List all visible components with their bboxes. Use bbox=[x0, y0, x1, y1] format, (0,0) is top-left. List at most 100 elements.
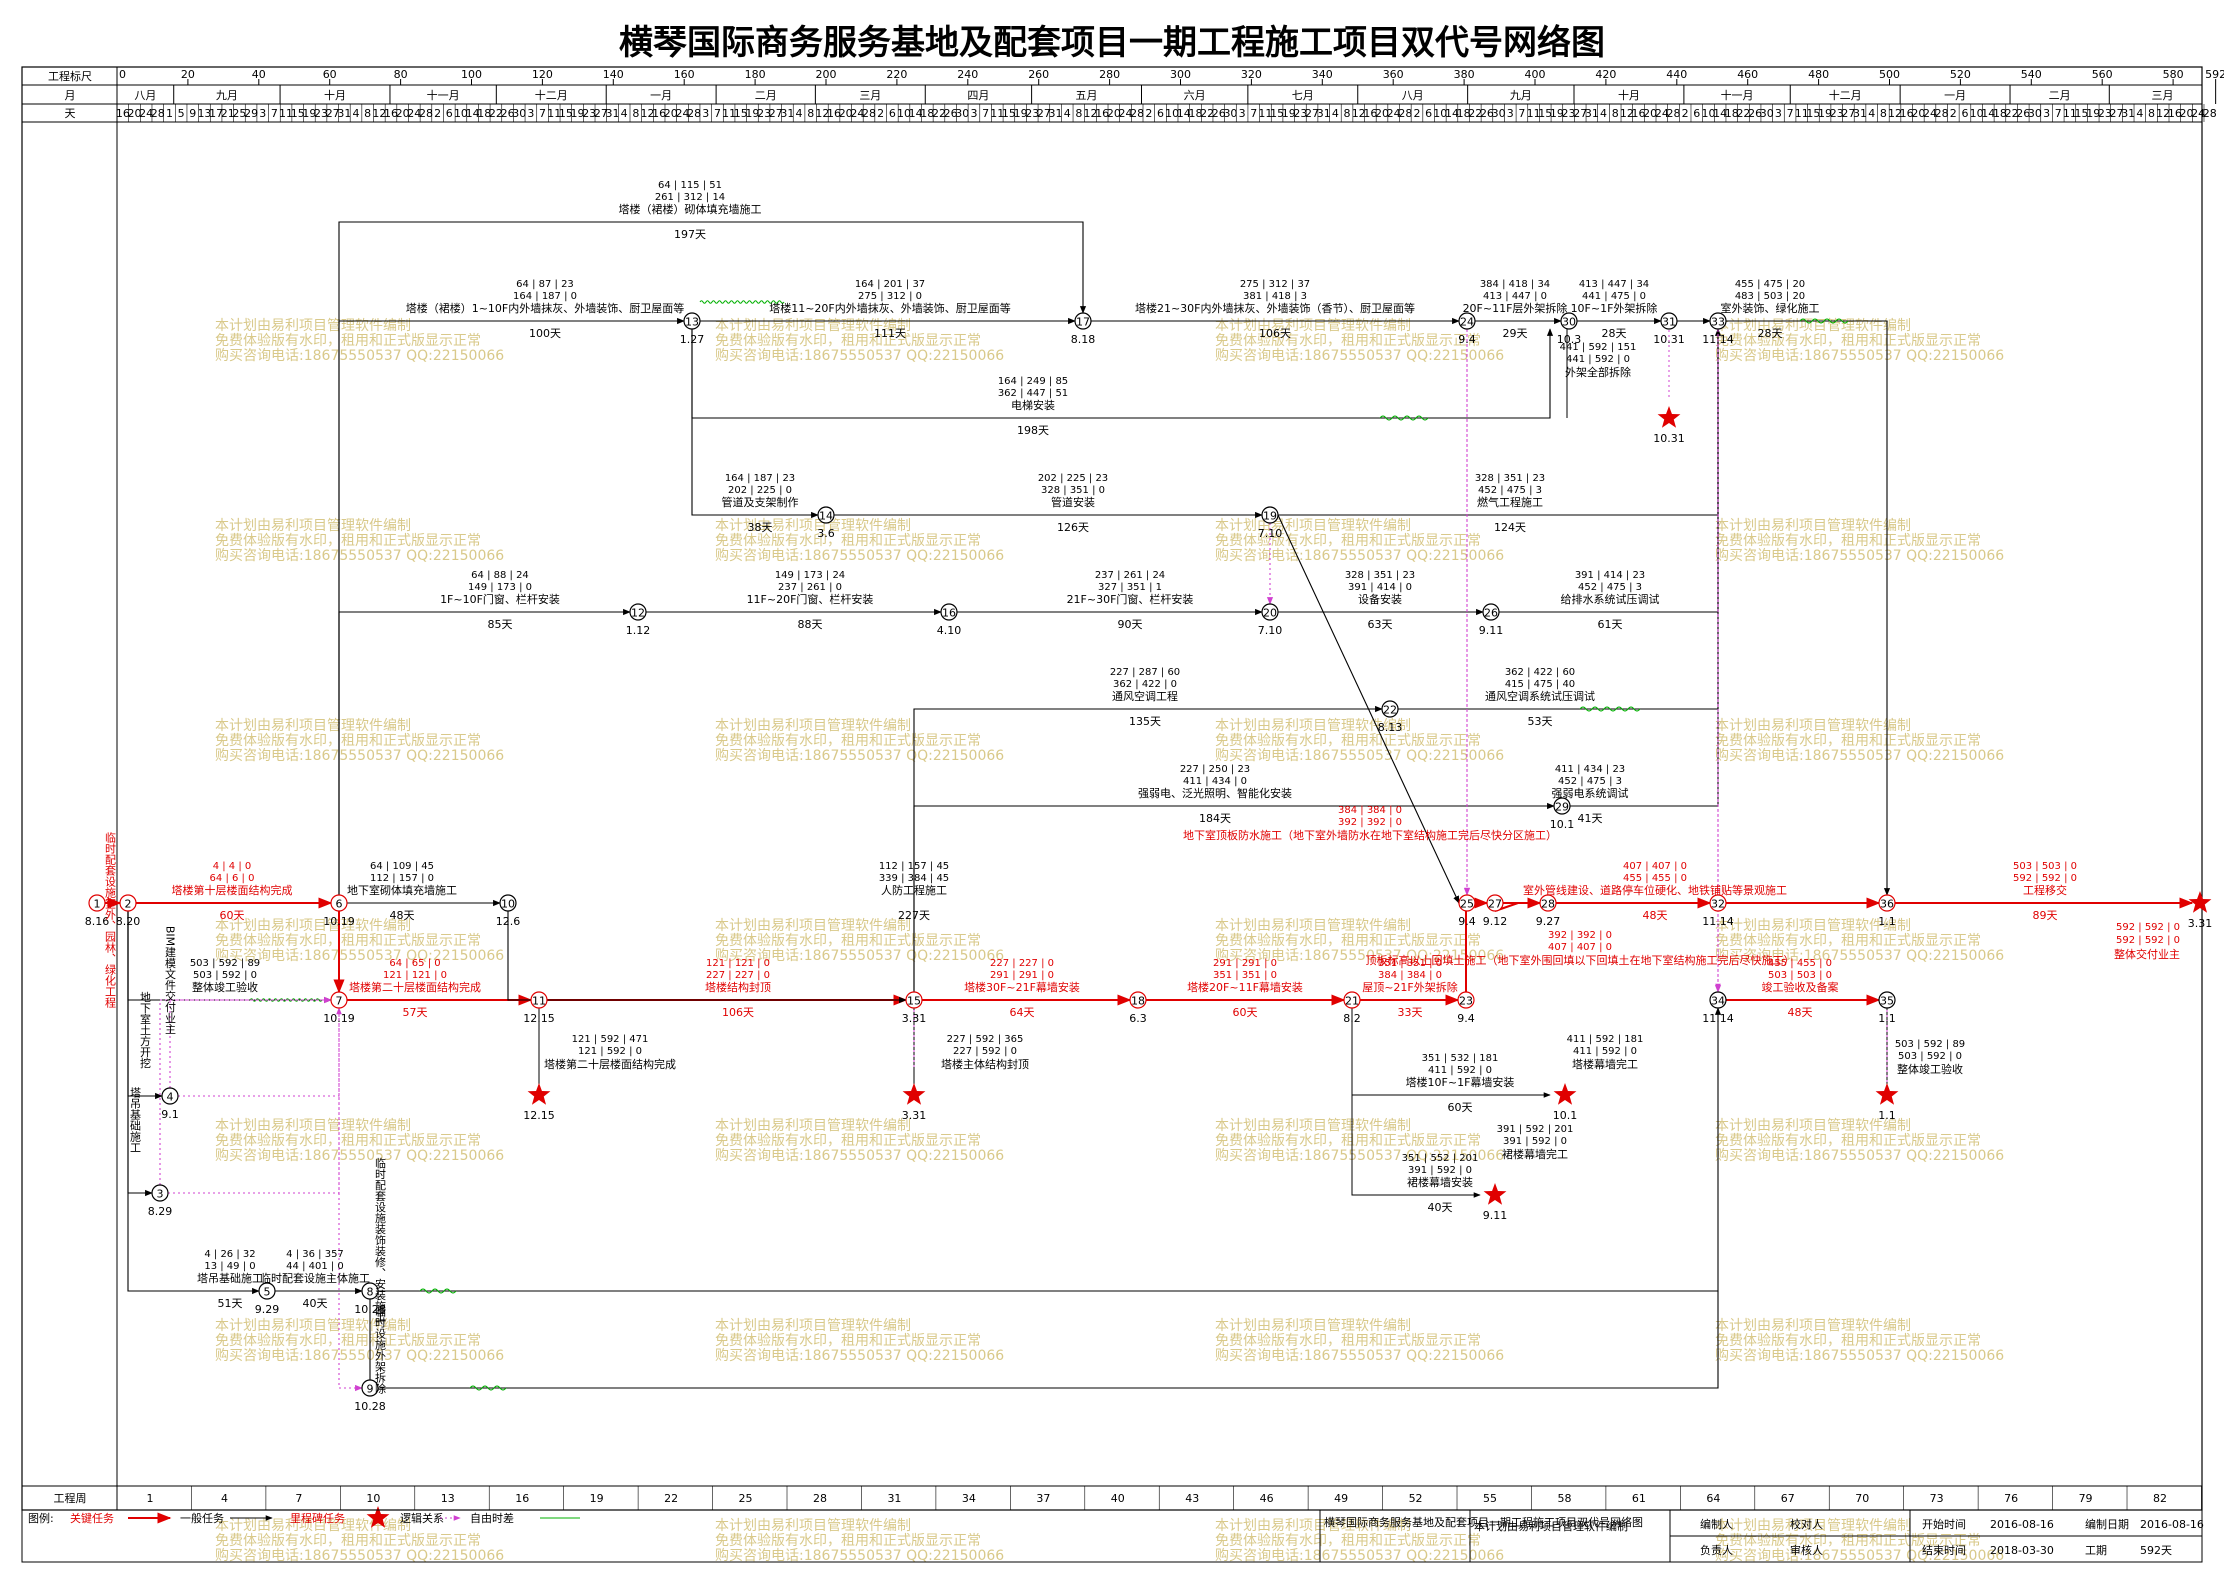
day-label: 24 bbox=[850, 107, 864, 120]
day-label: 13 bbox=[197, 107, 211, 120]
watermark-line: 购买咨询电话:18675550537 QQ:22150066 bbox=[1215, 1548, 1504, 1564]
network-node: 279.12 bbox=[1483, 894, 1507, 928]
task-duration: 90天 bbox=[1118, 618, 1143, 631]
node-circle bbox=[1709, 894, 1727, 912]
watermark-line: 购买咨询电话:18675550537 QQ:22150066 bbox=[215, 1348, 504, 1364]
network-node: 59.29 bbox=[255, 1282, 279, 1316]
task-param-row: 227 | 227 | 0 bbox=[706, 970, 770, 981]
ruler-tick-label: 300 bbox=[1170, 68, 1191, 81]
task-name: 设备安装 bbox=[1358, 592, 1402, 606]
watermark-line: 购买咨询电话:18675550537 QQ:22150066 bbox=[1715, 1148, 2004, 1164]
day-label: 11 bbox=[547, 107, 561, 120]
node-number: 12 bbox=[631, 607, 645, 620]
watermark-line: 购买咨询电话:18675550537 QQ:22150066 bbox=[1215, 548, 1504, 564]
week-label: 4 bbox=[221, 1492, 228, 1505]
ruler-tick-label: 540 bbox=[2021, 68, 2042, 81]
node-circle bbox=[905, 991, 923, 1009]
node-circle bbox=[1458, 312, 1476, 330]
day-label: 4 bbox=[1868, 107, 1875, 120]
task-param-row: 407 | 407 | 0 bbox=[1548, 942, 1612, 953]
week-label: 55 bbox=[1483, 1492, 1497, 1505]
info-date-label: 编制日期 bbox=[2085, 1517, 2129, 1531]
node-date: 12.15 bbox=[523, 1012, 555, 1025]
task-param-row: 351 | 351 | 0 bbox=[1378, 958, 1442, 969]
task-name: 塔楼主体结构封顶 bbox=[941, 1057, 1029, 1071]
node-date: 10.28 bbox=[354, 1400, 386, 1413]
watermark-line: 本计划由易利项目管理软件编制 bbox=[1715, 518, 1911, 534]
day-label: 6 bbox=[446, 107, 453, 120]
day-label: 8 bbox=[1612, 107, 1619, 120]
day-label: 10 bbox=[454, 107, 468, 120]
task-name: 地下室顶板防水施工（地下室外墙防水在地下室结构施工完后尽快分区施工） bbox=[1183, 828, 1557, 842]
task-param-row: 164 | 187 | 0 bbox=[513, 291, 577, 302]
day-label: 26 bbox=[1212, 107, 1226, 120]
week-label: 10 bbox=[366, 1492, 380, 1505]
day-label: 24 bbox=[675, 107, 689, 120]
day-label: 31 bbox=[1585, 107, 1599, 120]
day-label: 4 bbox=[1600, 107, 1607, 120]
task-name: 整体交付业主 bbox=[2114, 947, 2180, 961]
node-number: 20 bbox=[1263, 607, 1277, 620]
network-node: 131.27 bbox=[680, 312, 704, 346]
task-param-row: 411 | 592 | 0 bbox=[1573, 1046, 1637, 1057]
day-label: 4 bbox=[353, 107, 360, 120]
day-label: 7 bbox=[271, 107, 278, 120]
day-label: 19 bbox=[1282, 107, 1296, 120]
node-number: 32 bbox=[1711, 898, 1725, 911]
day-label: 24 bbox=[1387, 107, 1401, 120]
watermark-line: 本计划由易利项目管理软件编制 bbox=[215, 518, 411, 534]
task-name: 塔楼第十层楼面结构完成 bbox=[172, 883, 293, 897]
day-label: 26 bbox=[2016, 107, 2030, 120]
day-label: 28 bbox=[687, 107, 701, 120]
task-name: 塔楼10F~1F幕墙安装 bbox=[1406, 1075, 1515, 1089]
task-param-row: 64 | 88 | 24 bbox=[471, 570, 529, 581]
day-label: 10 bbox=[1433, 107, 1447, 120]
task-duration: 64天 bbox=[1010, 1006, 1035, 1019]
milestone-star bbox=[527, 1083, 551, 1105]
task-param-row: 339 | 384 | 45 bbox=[879, 873, 949, 884]
day-label: 10 bbox=[1165, 107, 1179, 120]
day-label: 24 bbox=[1923, 107, 1937, 120]
task-name: 裙楼幕墙完工 bbox=[1502, 1147, 1568, 1161]
task-param-row: 362 | 422 | 60 bbox=[1505, 667, 1575, 678]
milestone-star bbox=[1553, 1083, 1577, 1105]
legend-label: 图例: bbox=[28, 1511, 54, 1525]
watermark-line: 免费体验版有水印，租用和正式版显示正常 bbox=[1215, 333, 1481, 349]
day-label: 24 bbox=[139, 107, 153, 120]
day-label: 12 bbox=[2156, 107, 2170, 120]
week-label: 16 bbox=[515, 1492, 529, 1505]
day-label: 18 bbox=[1457, 107, 1471, 120]
week-label: 52 bbox=[1409, 1492, 1423, 1505]
day-label: 16 bbox=[384, 107, 398, 120]
footer: 图例:关键任务一般任务里程碑任务逻辑关系自由时差横琴国际商务服务基地及配套项目一… bbox=[21, 1509, 2204, 1563]
node-circle bbox=[361, 1379, 379, 1397]
day-label: 14 bbox=[1177, 107, 1191, 120]
node-date: 8.29 bbox=[148, 1205, 173, 1218]
day-label: 12 bbox=[1888, 107, 1902, 120]
watermark-line: 购买咨询电话:18675550537 QQ:22150066 bbox=[715, 1348, 1004, 1364]
node-number: 14 bbox=[819, 510, 833, 523]
day-label: 27 bbox=[326, 107, 340, 120]
network-node: 164.10 bbox=[937, 603, 961, 637]
node-circle bbox=[151, 1184, 169, 1202]
node-number: 10 bbox=[501, 898, 515, 911]
task-name: 1F~10F门窗、栏杆安装 bbox=[440, 592, 560, 606]
watermark-line: 本计划由易利项目管理软件编制 bbox=[1215, 1518, 1411, 1534]
day-label: 26 bbox=[1480, 107, 1494, 120]
task-duration: 48天 bbox=[390, 909, 415, 922]
task-name: 通风空调工程 bbox=[1112, 689, 1178, 703]
task-param-row: 452 | 475 | 3 bbox=[1558, 776, 1622, 787]
task-param-row: 237 | 261 | 24 bbox=[1095, 570, 1165, 581]
task-param-row: 13 | 49 | 0 bbox=[204, 1261, 255, 1272]
day-label: 18 bbox=[477, 107, 491, 120]
node-circle bbox=[1457, 991, 1475, 1009]
day-label: 15 bbox=[1270, 107, 1284, 120]
day-label: 19 bbox=[1550, 107, 1564, 120]
task-param-row: 415 | 475 | 40 bbox=[1505, 679, 1575, 690]
watermark-line: 免费体验版有水印，租用和正式版显示正常 bbox=[1715, 333, 1981, 349]
